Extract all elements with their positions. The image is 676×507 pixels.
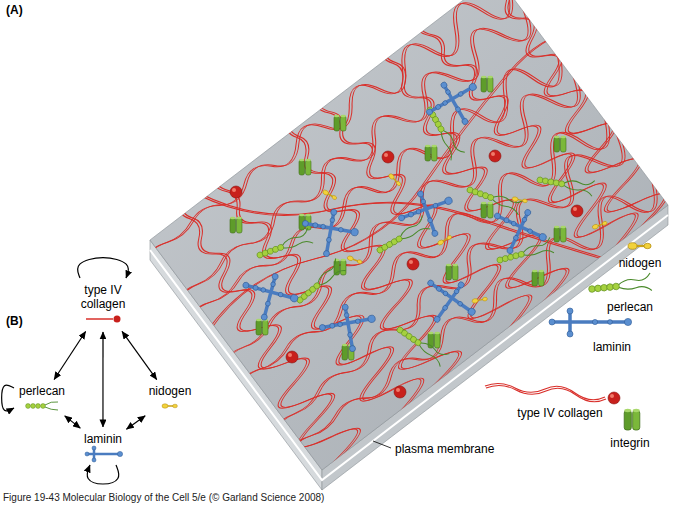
molecule-node: laminin [82,430,124,462]
collagen-globular-domains [230,150,583,398]
membrane-slab [150,0,668,490]
legend-label: integrin [610,436,649,450]
node-label: nidogen [149,384,192,398]
legend-label: laminin [593,340,631,354]
molecule-node: type IV collagen [72,281,134,329]
interaction-arrow [78,258,129,278]
legend-label: type IV collagen [517,406,602,420]
interaction-arrow [102,332,103,427]
laminin-symbols [235,69,554,357]
interaction-arrow [65,416,81,428]
interaction-arrow [87,465,119,484]
nidogen-symbols [322,173,608,304]
interaction-arrow [2,385,14,411]
legend-label: nidogen [619,256,662,270]
legend-label: perlecan [607,300,653,314]
legend-icons [485,243,652,430]
node-label: type IV collagen [74,283,132,311]
interaction-arrow [54,332,85,380]
figure-caption: Figure 19-43 Molecular Biology of the Ce… [3,492,324,504]
panel-letter: (B) [6,314,23,328]
integrin-symbols [230,76,566,360]
node-label: laminin [84,432,122,446]
interaction-arrow [126,416,145,429]
molecule-node: perlecan [17,382,67,414]
leader-line [373,441,391,448]
structure-label: plasma membrane [395,442,494,456]
collagen-mesh [122,0,676,503]
perlecan-symbols [254,103,595,367]
molecule-node: nidogen [147,382,194,414]
panel-letter: (A) [6,3,23,17]
node-label: perlecan [19,384,65,398]
interaction-arrow [122,331,157,379]
